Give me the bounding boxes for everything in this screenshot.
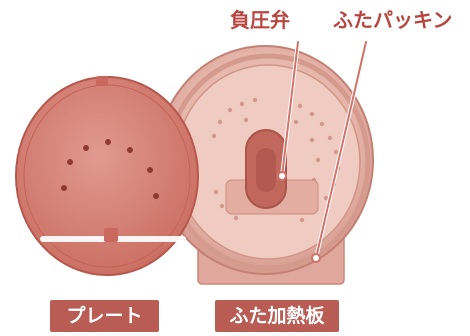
- valve-leader-line: [281, 41, 299, 177]
- packing-leader-dot: [311, 253, 321, 263]
- lid-dimple-pattern: [211, 97, 341, 223]
- negative-pressure-valve-label: 負圧弁: [230, 8, 290, 32]
- valve-leader-dot: [277, 171, 287, 181]
- plate-top-tab: [96, 76, 108, 86]
- plate: [15, 76, 199, 276]
- plate-inner-ring: [23, 84, 191, 268]
- plate-slot-bridge: [104, 228, 118, 242]
- lid-heating-plate-caption: ふた加熱板: [215, 300, 339, 332]
- plate-hole-pattern: [61, 139, 159, 199]
- packing-leader-line: [315, 41, 367, 259]
- plate-caption: プレート: [50, 300, 159, 332]
- valve-core: [256, 148, 276, 192]
- lid-heating-plate: [156, 40, 374, 285]
- plate-disc: [15, 76, 199, 276]
- lid-packing-label: ふたパッキン: [333, 8, 453, 32]
